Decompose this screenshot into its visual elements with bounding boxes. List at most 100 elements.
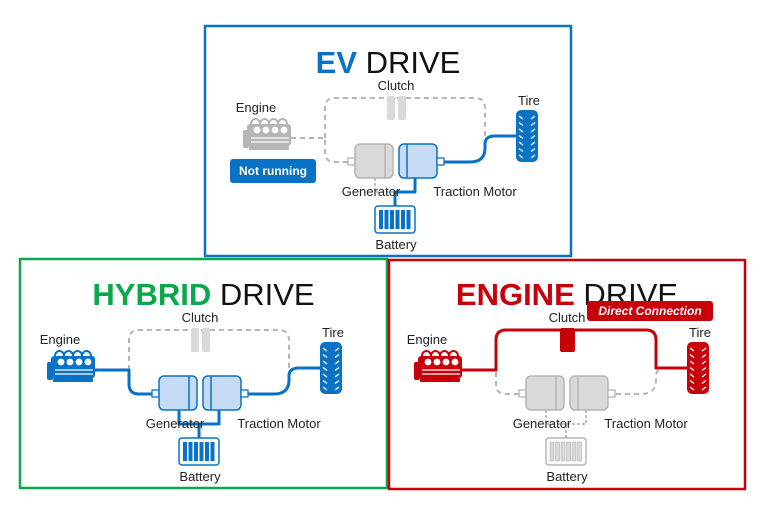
battery-cell <box>401 210 405 229</box>
battery-cell <box>390 210 394 229</box>
engine-piston <box>57 358 65 366</box>
panel-title: EV DRIVE <box>316 45 461 80</box>
engine-base <box>420 378 460 382</box>
tire-tread <box>322 366 328 372</box>
engine-side <box>47 362 53 380</box>
direct-connection-badge: Direct Connection <box>587 301 713 321</box>
clutch-path-line <box>128 329 290 370</box>
battery-cell <box>566 441 571 462</box>
tire-body <box>516 110 538 162</box>
tire-tread <box>701 347 707 352</box>
clutch-label: Clutch <box>378 78 415 93</box>
tire-icon <box>320 342 342 394</box>
tire-tread <box>322 360 328 365</box>
traction-motor-label: Traction Motor <box>237 416 321 431</box>
tire-tread <box>689 366 695 372</box>
motor-body <box>569 375 609 411</box>
tire-tread <box>334 386 340 391</box>
tire-tread <box>322 373 328 378</box>
battery-icon <box>374 205 416 234</box>
tire-tread <box>701 373 707 378</box>
tire-tread <box>530 121 536 127</box>
tire-tread <box>322 386 328 391</box>
battery-cell <box>406 210 411 229</box>
tire-tread <box>518 121 524 127</box>
engine-side <box>414 362 420 380</box>
tire-tread <box>334 347 340 352</box>
battery-cell <box>183 442 187 461</box>
tire-tread <box>518 141 524 146</box>
motor-to-tire-line <box>247 366 323 396</box>
engine-label: Engine <box>407 332 447 347</box>
tire-tread <box>518 134 524 140</box>
battery-cell <box>188 442 193 461</box>
badge-text: Not running <box>239 164 307 178</box>
engine-cylinder <box>81 350 92 357</box>
battery-cell <box>560 441 566 462</box>
tire-tread <box>334 379 340 385</box>
engine-to-generator-line <box>291 137 350 163</box>
battery-cell <box>571 441 577 462</box>
engine-to-generator-line <box>93 368 156 396</box>
tire-tread <box>334 366 340 372</box>
generator-icon <box>347 143 394 179</box>
traction-motor-icon <box>569 375 616 411</box>
tire-tread <box>689 386 695 391</box>
engine-piston <box>262 126 270 134</box>
engine-piston <box>271 126 279 134</box>
engine-piston <box>424 358 432 366</box>
engine-piston <box>66 358 74 366</box>
clutch-plate <box>387 96 395 120</box>
tire-tread <box>689 373 695 378</box>
battery-cell <box>210 442 215 461</box>
generator-shaft <box>151 389 160 398</box>
clutch-path-line <box>494 328 658 372</box>
engine-piston <box>280 126 288 134</box>
generator-body <box>158 375 198 411</box>
engine-piston <box>75 358 83 366</box>
engine-label: Engine <box>40 332 80 347</box>
engine-base <box>53 378 93 382</box>
tire-tread <box>689 347 695 352</box>
engine-label: Engine <box>236 100 276 115</box>
tire-tread <box>701 386 707 391</box>
engine-piston <box>253 126 261 134</box>
tire-tread <box>530 147 536 153</box>
generator-body <box>525 375 565 411</box>
engine-base <box>249 146 289 150</box>
motor-body <box>202 375 242 411</box>
engine-side <box>243 130 249 148</box>
clutch-icon <box>560 328 575 352</box>
clutch-label: Clutch <box>182 310 219 325</box>
title-mode: EV <box>316 45 358 80</box>
clutch-plate <box>202 328 210 352</box>
generator-shaft <box>518 389 527 398</box>
motor-shaft <box>607 389 616 398</box>
battery-cell <box>384 210 389 229</box>
generator-shaft <box>347 157 356 166</box>
battery-cell <box>194 442 198 461</box>
traction-motor-icon <box>202 375 249 411</box>
tire-tread <box>518 115 524 120</box>
battery-cell <box>199 442 204 461</box>
battery-label: Battery <box>179 469 221 484</box>
tire-tread <box>518 154 524 159</box>
motor-to-tire-line <box>443 134 519 164</box>
tire-tread <box>530 141 536 146</box>
engine-icon <box>47 350 95 382</box>
tire-tread <box>322 379 328 385</box>
badge-background <box>230 159 316 183</box>
tire-tread <box>689 353 695 359</box>
tire-icon <box>687 342 709 394</box>
badge-background <box>587 301 713 321</box>
clutch-engaged <box>560 328 575 352</box>
battery-icon <box>545 437 587 466</box>
generator-icon <box>151 375 198 411</box>
motor-shaft <box>240 389 249 398</box>
battery-label: Battery <box>546 469 588 484</box>
panel-title: HYBRID DRIVE <box>92 277 314 312</box>
